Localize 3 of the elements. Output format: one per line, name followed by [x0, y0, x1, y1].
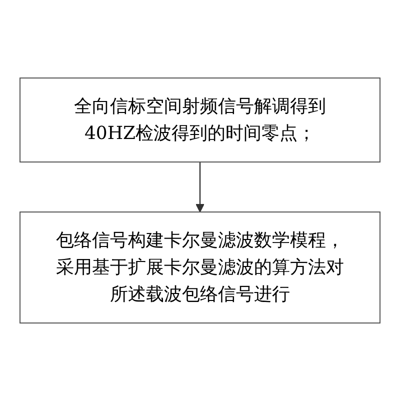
node-box: 包络信号构建卡尔曼滤波数学模程，采用基于扩展卡尔曼滤波的算方法对所述载波包络信号进行 — [20, 211, 380, 323]
arrow — [196, 162, 204, 212]
node-box: 全向信标空间射频信号解调得到40HZ检波得到的时间零点； — [20, 77, 380, 162]
